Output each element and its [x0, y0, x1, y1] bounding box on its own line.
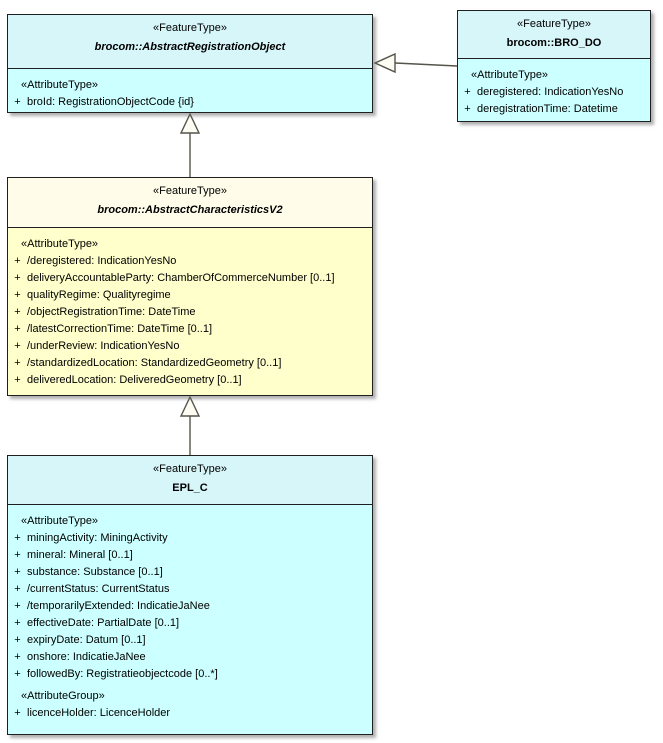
attribute-row: + miningActivity: MiningActivity: [8, 530, 372, 547]
generalization-epl-c-to-acv2: [179, 395, 201, 455]
attribute-text: deliveryAccountableParty: ChamberOfComme…: [27, 272, 335, 284]
attribute-row: + qualityRegime: Qualityregime: [8, 287, 372, 304]
attribute-row: + deliveryAccountableParty: ChamberOfCom…: [8, 270, 372, 287]
visibility-plus: +: [14, 289, 21, 301]
attribute-compartment: «AttributeType» + broId: RegistrationObj…: [8, 69, 372, 112]
visibility-plus: +: [14, 668, 21, 680]
attribute-row: + mineral: Mineral [0..1]: [8, 547, 372, 564]
visibility-plus: +: [14, 617, 21, 629]
class-header: «FeatureType» EPL_C: [8, 456, 372, 505]
attribute-row: + /deregistered: IndicationYesNo: [8, 253, 372, 270]
hollow-triangle-arrowhead-icon: [373, 52, 396, 74]
attribute-row: + expiryDate: Datum [0..1]: [8, 632, 372, 649]
attribute-text: deregistered: IndicationYesNo: [477, 86, 624, 98]
stereotype-label: «FeatureType»: [153, 463, 227, 475]
class-epl-c[interactable]: «FeatureType» EPL_C «AttributeType» + mi…: [7, 455, 373, 735]
attribute-row: + deliveredLocation: DeliveredGeometry […: [8, 372, 372, 389]
attribute-row: + /standardizedLocation: StandardizedGeo…: [8, 355, 372, 372]
visibility-plus: +: [14, 707, 21, 719]
class-abstract-characteristics-v2[interactable]: «FeatureType» brocom::AbstractCharacteri…: [7, 177, 373, 396]
class-abstract-registration-object[interactable]: «FeatureType» brocom::AbstractRegistrati…: [7, 14, 373, 113]
attribute-text: qualityRegime: Qualityregime: [27, 289, 171, 301]
attribute-row: + broId: RegistrationObjectCode {id}: [8, 94, 372, 111]
hollow-triangle-arrowhead-icon: [179, 395, 201, 417]
attribute-text: substance: Substance [0..1]: [27, 566, 163, 578]
attribute-row: + /currentStatus: CurrentStatus: [8, 581, 372, 598]
stereotype-label: «FeatureType»: [153, 185, 227, 197]
attribute-row: + onshore: IndicatieJaNee: [8, 649, 372, 666]
class-name: brocom::AbstractCharacteristicsV2: [97, 204, 283, 216]
attribute-compartment: «AttributeType» + /deregistered: Indicat…: [8, 228, 372, 395]
generalization-acv2-to-abstract-registration-object: [179, 112, 201, 177]
attribute-row: + /latestCorrectionTime: DateTime [0..1]: [8, 321, 372, 338]
attribute-text: licenceHolder: LicenceHolder: [27, 707, 171, 719]
visibility-plus: +: [14, 306, 21, 318]
class-bro-do[interactable]: «FeatureType» brocom::BRO_DO «AttributeT…: [457, 10, 651, 122]
visibility-plus: +: [14, 532, 21, 544]
attribute-row: + deregistrationTime: Datetime: [458, 101, 650, 118]
visibility-plus: +: [14, 374, 21, 386]
class-header: «FeatureType» brocom::BRO_DO: [458, 11, 650, 59]
visibility-plus: +: [14, 357, 21, 369]
visibility-plus: +: [464, 103, 471, 115]
visibility-plus: +: [14, 651, 21, 663]
class-name: EPL_C: [172, 482, 208, 494]
class-header: «FeatureType» brocom::AbstractCharacteri…: [8, 178, 372, 228]
stereotype-label: «FeatureType»: [153, 22, 227, 34]
attribute-text: effectiveDate: PartialDate [0..1]: [27, 617, 180, 629]
attribute-type-label: «AttributeType»: [471, 69, 549, 81]
attribute-row: + substance: Substance [0..1]: [8, 564, 372, 581]
attribute-text: /deregistered: IndicationYesNo: [27, 255, 177, 267]
attribute-row: + effectiveDate: PartialDate [0..1]: [8, 615, 372, 632]
class-name: brocom::AbstractRegistrationObject: [94, 41, 286, 53]
attribute-row: + /temporarilyExtended: IndicatieJaNee: [8, 598, 372, 615]
attribute-text: deregistrationTime: Datetime: [477, 103, 618, 115]
visibility-plus: +: [464, 86, 471, 98]
attribute-type-label: «AttributeType»: [21, 515, 99, 527]
visibility-plus: +: [14, 323, 21, 335]
hollow-triangle-arrowhead-icon: [179, 112, 201, 134]
class-header: «FeatureType» brocom::AbstractRegistrati…: [8, 15, 372, 69]
attribute-group-label: «AttributeGroup»: [21, 690, 105, 702]
visibility-plus: +: [14, 634, 21, 646]
attribute-type-label: «AttributeType»: [21, 79, 99, 91]
attribute-row: + /underReview: IndicationYesNo: [8, 338, 372, 355]
attribute-text: mineral: Mineral [0..1]: [27, 549, 133, 561]
attribute-text: followedBy: Registratieobjectcode [0..*]: [27, 668, 218, 680]
attribute-text: /underReview: IndicationYesNo: [27, 340, 180, 352]
attribute-text: /objectRegistrationTime: DateTime: [27, 306, 196, 318]
visibility-plus: +: [14, 340, 21, 352]
attribute-compartment: «AttributeType» + deregistered: Indicati…: [458, 59, 650, 121]
visibility-plus: +: [14, 272, 21, 284]
attribute-text: /latestCorrectionTime: DateTime [0..1]: [27, 323, 213, 335]
attribute-text: onshore: IndicatieJaNee: [27, 651, 146, 663]
attribute-text: broId: RegistrationObjectCode {id}: [27, 96, 194, 108]
attribute-text: /currentStatus: CurrentStatus: [27, 583, 170, 595]
visibility-plus: +: [14, 255, 21, 267]
generalization-bro-do-to-abstract-registration-object: [373, 52, 458, 74]
attribute-text: expiryDate: Datum [0..1]: [27, 634, 146, 646]
attribute-text: /standardizedLocation: StandardizedGeome…: [27, 357, 282, 369]
stereotype-label: «FeatureType»: [517, 18, 591, 30]
visibility-plus: +: [14, 96, 21, 108]
visibility-plus: +: [14, 583, 21, 595]
attribute-type-label: «AttributeType»: [21, 238, 99, 250]
visibility-plus: +: [14, 566, 21, 578]
attribute-compartment: «AttributeType» + miningActivity: Mining…: [8, 505, 372, 734]
class-name: brocom::BRO_DO: [506, 37, 602, 49]
visibility-plus: +: [14, 549, 21, 561]
attribute-row: + followedBy: Registratieobjectcode [0..…: [8, 666, 372, 683]
attribute-row: + /objectRegistrationTime: DateTime: [8, 304, 372, 321]
attribute-text: deliveredLocation: DeliveredGeometry [0.…: [27, 374, 242, 386]
visibility-plus: +: [14, 600, 21, 612]
attribute-row: + deregistered: IndicationYesNo: [458, 84, 650, 101]
attribute-row: + licenceHolder: LicenceHolder: [8, 705, 372, 722]
attribute-text: miningActivity: MiningActivity: [27, 532, 168, 544]
attribute-text: /temporarilyExtended: IndicatieJaNee: [27, 600, 210, 612]
